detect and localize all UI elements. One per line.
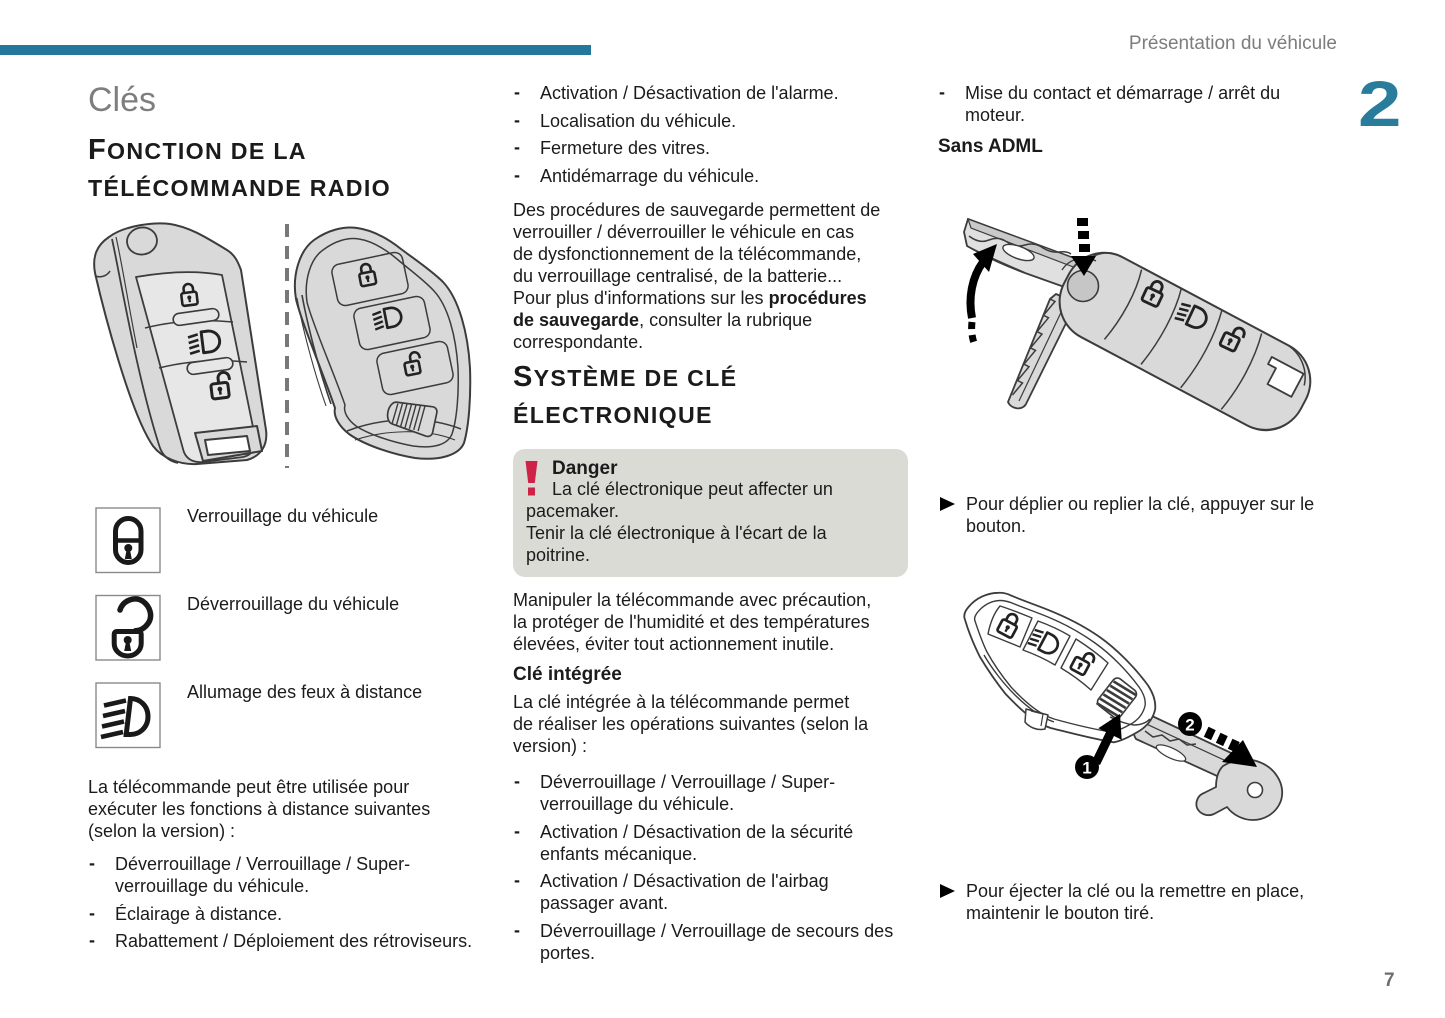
svg-text:1: 1 — [1082, 759, 1091, 778]
svg-text:2: 2 — [1185, 716, 1194, 735]
